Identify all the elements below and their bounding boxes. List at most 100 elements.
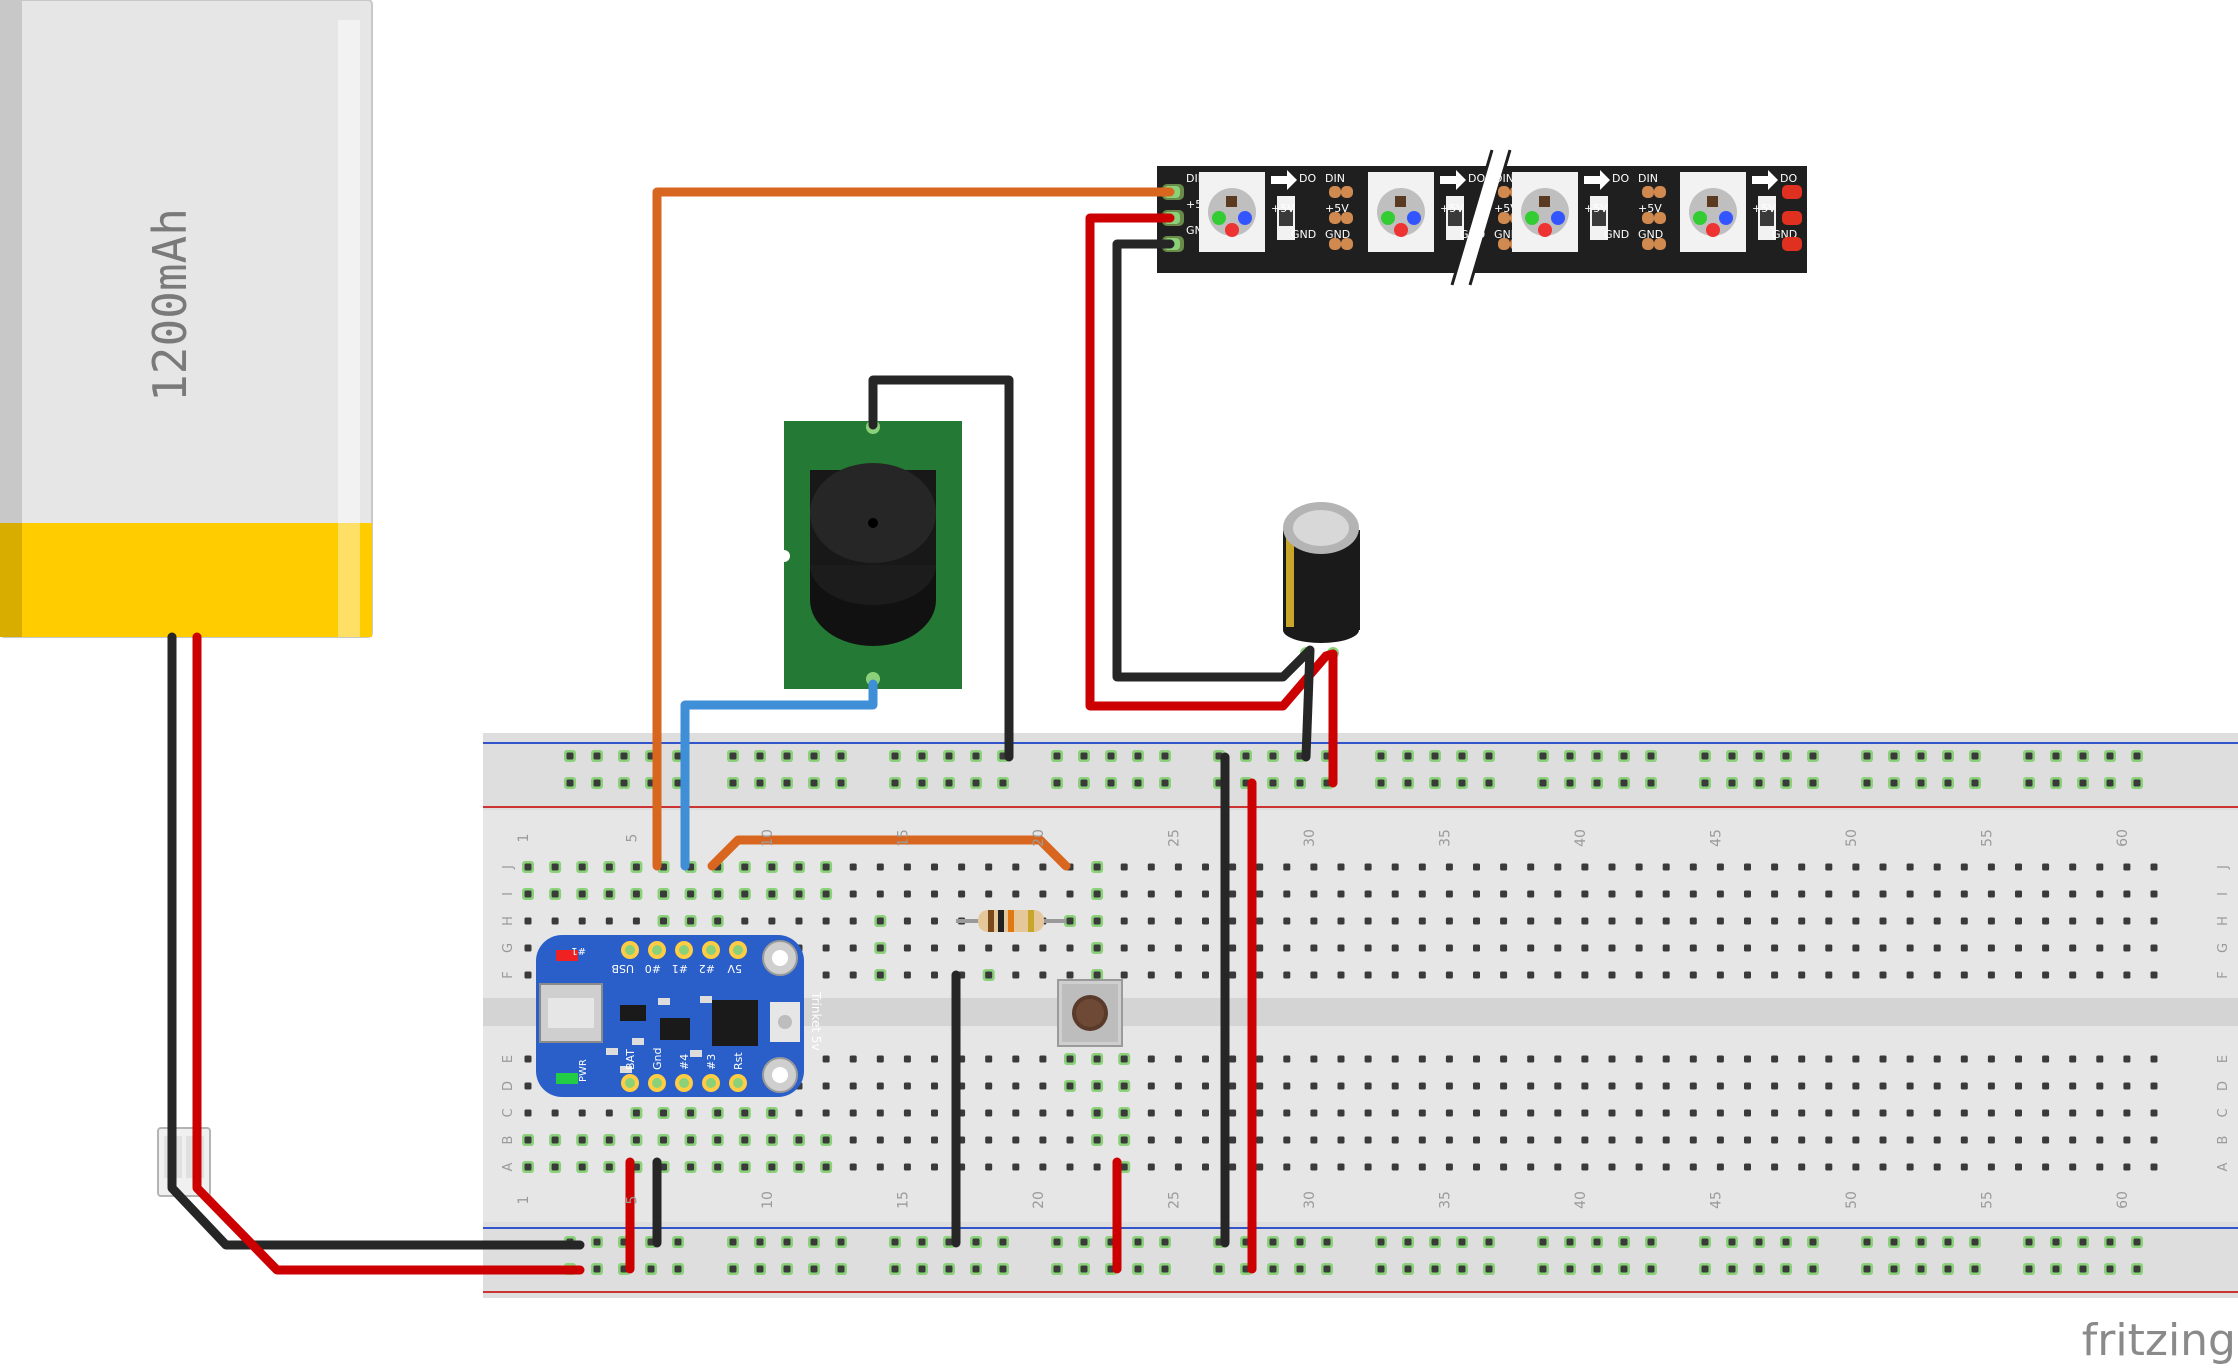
hole bbox=[1825, 971, 1833, 979]
hole bbox=[1771, 863, 1779, 871]
hole bbox=[768, 890, 776, 898]
hole bbox=[795, 1163, 803, 1171]
rail-hole bbox=[1971, 1238, 1979, 1246]
hole bbox=[524, 944, 532, 952]
rail-hole bbox=[1620, 752, 1628, 760]
hole bbox=[1933, 944, 1941, 952]
hole bbox=[2123, 1109, 2131, 1117]
column-number: 15 bbox=[895, 1191, 911, 1209]
hole bbox=[1771, 1082, 1779, 1090]
hole bbox=[1987, 1055, 1995, 1063]
hole bbox=[1500, 1055, 1508, 1063]
hole bbox=[1825, 890, 1833, 898]
hole bbox=[1716, 1109, 1724, 1117]
hole bbox=[1825, 944, 1833, 952]
rail-hole bbox=[2133, 1238, 2141, 1246]
hole bbox=[1960, 1082, 1968, 1090]
hole bbox=[931, 1055, 938, 1063]
pushbutton bbox=[1057, 979, 1123, 1047]
rail-hole bbox=[1566, 779, 1574, 787]
hole bbox=[1202, 1163, 1209, 1171]
hole bbox=[1256, 1163, 1264, 1171]
rail-hole bbox=[1296, 1265, 1304, 1273]
hole bbox=[2096, 1136, 2104, 1144]
hole bbox=[1445, 1109, 1453, 1117]
led-blue bbox=[1551, 211, 1565, 225]
rail-hole bbox=[2106, 1265, 2114, 1273]
led-resistor-band bbox=[1760, 210, 1774, 226]
row-letter: F bbox=[501, 971, 516, 978]
hole bbox=[1879, 917, 1887, 925]
hole bbox=[1093, 1163, 1101, 1171]
hole bbox=[1473, 971, 1480, 979]
hole bbox=[1581, 1163, 1589, 1171]
hole bbox=[1500, 917, 1508, 925]
rail-hole bbox=[1782, 779, 1790, 787]
hole bbox=[1689, 1163, 1697, 1171]
hole bbox=[795, 890, 803, 898]
hole bbox=[1445, 1055, 1453, 1063]
copper-pad bbox=[1642, 238, 1654, 250]
column-number: 45 bbox=[1708, 829, 1724, 847]
hole bbox=[903, 890, 911, 898]
hole bbox=[741, 917, 749, 925]
rail-hole bbox=[2106, 779, 2114, 787]
hole bbox=[1473, 944, 1480, 952]
led-chip bbox=[1539, 196, 1550, 207]
hole bbox=[1960, 890, 1968, 898]
hole bbox=[2096, 1082, 2104, 1090]
rail-hole bbox=[1053, 1265, 1061, 1273]
trinket-pcb bbox=[536, 935, 804, 1097]
led-chip bbox=[1226, 196, 1237, 207]
rail-hole bbox=[1917, 1238, 1925, 1246]
rail-hole bbox=[2079, 1238, 2087, 1246]
column-number: 10 bbox=[760, 829, 776, 847]
hole bbox=[2015, 1055, 2022, 1063]
hole bbox=[1554, 971, 1562, 979]
hole bbox=[1202, 971, 1209, 979]
hole bbox=[1500, 944, 1508, 952]
hole bbox=[1418, 1109, 1426, 1117]
rail-hole bbox=[756, 1238, 764, 1246]
hole bbox=[1066, 1082, 1074, 1090]
rail-hole bbox=[756, 779, 764, 787]
hole bbox=[1283, 1082, 1291, 1090]
hole bbox=[849, 1136, 857, 1144]
hole bbox=[1039, 944, 1047, 952]
hole bbox=[1608, 1055, 1616, 1063]
smd-part bbox=[690, 1050, 702, 1057]
trinket-pin-center bbox=[706, 945, 716, 955]
hole bbox=[1689, 1109, 1697, 1117]
hole bbox=[632, 890, 640, 898]
hole bbox=[1473, 1136, 1480, 1144]
hole bbox=[1256, 1082, 1264, 1090]
hole bbox=[524, 1082, 532, 1090]
row-letter: J bbox=[501, 865, 516, 870]
hole bbox=[1527, 863, 1535, 871]
hole bbox=[768, 863, 776, 871]
trinket-pin-center bbox=[625, 1078, 635, 1088]
hole bbox=[1960, 971, 1968, 979]
hole bbox=[1174, 944, 1182, 952]
components: DIN+5VGNDDO+5VGNDDIN+5VGNDDO+5VGNDDIN+5V… bbox=[0, 0, 1807, 1197]
hole bbox=[2123, 1055, 2131, 1063]
hole bbox=[2096, 1055, 2104, 1063]
rail-hole bbox=[756, 752, 764, 760]
hole bbox=[1581, 1136, 1589, 1144]
rail-hole bbox=[783, 752, 791, 760]
hole bbox=[605, 890, 613, 898]
battery-band-shade bbox=[0, 523, 22, 637]
data-arrow-icon bbox=[1440, 170, 1466, 190]
rail-hole bbox=[1377, 1238, 1385, 1246]
trinket-top-label: #0 bbox=[645, 962, 661, 975]
row-letter: D bbox=[2216, 1081, 2231, 1091]
hole bbox=[1391, 1082, 1399, 1090]
hole bbox=[1066, 971, 1074, 979]
hole bbox=[1744, 917, 1751, 925]
hole bbox=[1364, 1163, 1372, 1171]
hole bbox=[2096, 944, 2104, 952]
column-number: 30 bbox=[1302, 1191, 1318, 1209]
led-green bbox=[1693, 211, 1707, 225]
rail-hole bbox=[593, 1265, 601, 1273]
column-number: 40 bbox=[1573, 1191, 1589, 1209]
